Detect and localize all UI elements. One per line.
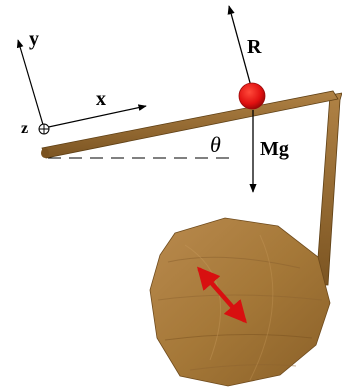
weight-label: Mg	[260, 138, 289, 160]
spin-axis-arrow	[197, 266, 247, 324]
beam-end-cap	[41, 148, 49, 158]
z-axis-label: z	[21, 120, 28, 137]
y-axis-arrow	[16, 39, 45, 129]
angle-theta-label: θ	[210, 132, 221, 157]
normal-force-label: R	[247, 36, 262, 58]
vertical-support-bar	[315, 92, 342, 286]
x-axis-label: x	[96, 88, 106, 110]
wooden-wheel	[149, 217, 331, 387]
coordinate-frame: y x z	[16, 28, 147, 137]
x-axis-arrow	[43, 104, 147, 129]
y-axis-label: y	[29, 28, 39, 50]
red-ball	[238, 82, 266, 110]
normal-force-arrow	[227, 5, 253, 91]
circle-cross-icon	[38, 123, 50, 135]
tilted-beam	[41, 90, 339, 159]
